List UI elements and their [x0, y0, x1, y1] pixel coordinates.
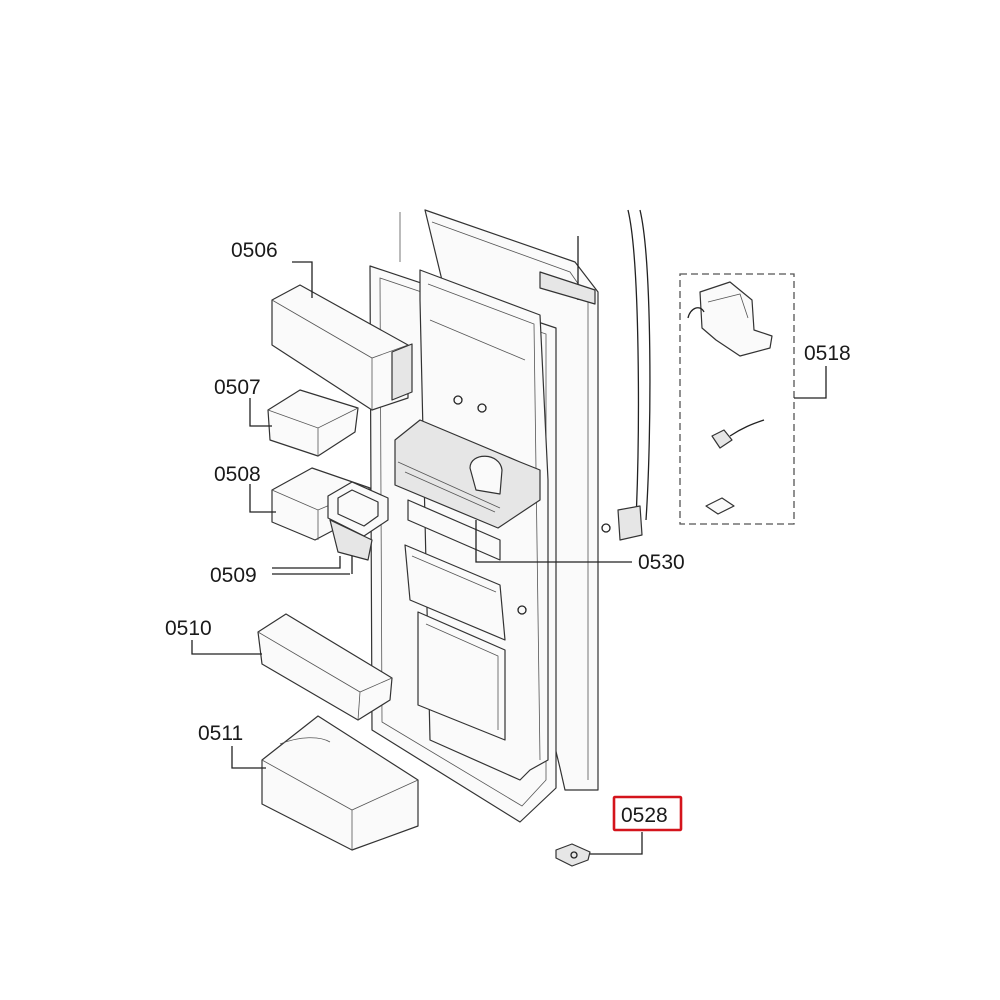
highlight-box-0528 [612, 795, 683, 832]
label-0511[interactable]: 0511 [198, 722, 243, 745]
label-0506[interactable]: 0506 [231, 239, 278, 262]
label-0510[interactable]: 0510 [165, 617, 212, 640]
part-0511-bin [261, 715, 419, 851]
part-0510-bin [257, 613, 393, 721]
leader-lines [191, 261, 827, 855]
part-labels: 0506 0507 0508 0509 0510 0511 0518 0530 … [165, 239, 851, 832]
label-0508[interactable]: 0508 [214, 463, 261, 486]
label-0507[interactable]: 0507 [214, 376, 261, 399]
label-0530[interactable]: 0530 [638, 551, 685, 574]
part-0509-flap [327, 481, 389, 574]
door-assembly [369, 209, 651, 823]
label-0528[interactable]: 0528 [621, 804, 668, 827]
part-0518-kit [679, 273, 795, 525]
part-0528-clip [555, 843, 591, 867]
part-0506-bin [271, 284, 413, 411]
part-0507-tray [267, 389, 359, 457]
label-0509[interactable]: 0509 [210, 564, 257, 587]
label-0518[interactable]: 0518 [804, 342, 851, 365]
